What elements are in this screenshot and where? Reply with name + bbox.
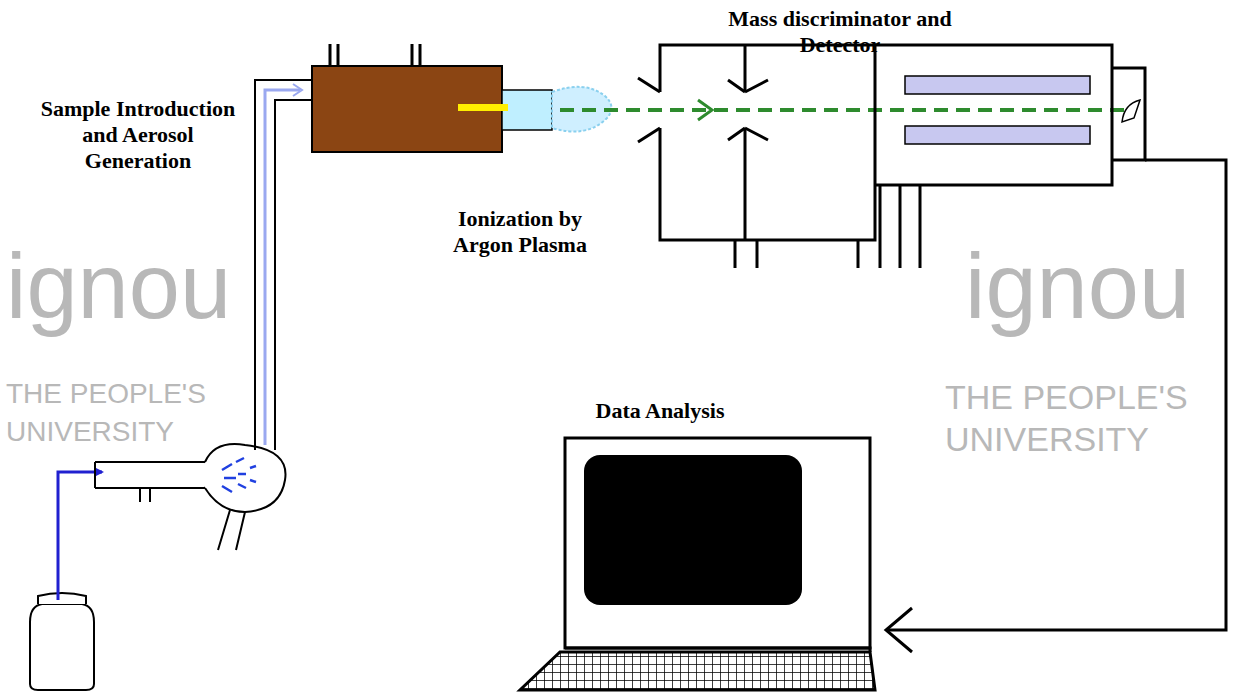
watermark: UNIVERSITY [6, 418, 174, 446]
stage-label: Data Analysis [560, 398, 760, 424]
spray-chamber [205, 444, 286, 550]
quadrupole-rod [905, 76, 1090, 94]
computer [520, 438, 875, 690]
stage-label: Mass discriminator and Detector [690, 6, 990, 58]
watermark: ignou [6, 240, 231, 332]
sample-bottle [30, 593, 94, 690]
signal-wire [886, 160, 1226, 652]
mass-spectrometer [638, 45, 1145, 268]
detector [1122, 100, 1140, 122]
plasma-torch [312, 44, 552, 152]
sample-line [58, 472, 102, 600]
quadrupole-rod [905, 126, 1090, 144]
nebulizer [95, 462, 218, 502]
stage-label: Sample Introduction and Aerosol Generati… [28, 96, 248, 174]
watermark: THE PEOPLE'S [945, 380, 1188, 414]
ion-beam [560, 108, 1132, 112]
ion-beam-arrow [698, 100, 712, 120]
watermark: THE PEOPLE'S [6, 380, 206, 408]
stage-label: Ionization by Argon Plasma [430, 206, 610, 258]
watermark: UNIVERSITY [945, 422, 1149, 456]
watermark: ignou [965, 240, 1190, 332]
transfer-tube [255, 80, 312, 450]
